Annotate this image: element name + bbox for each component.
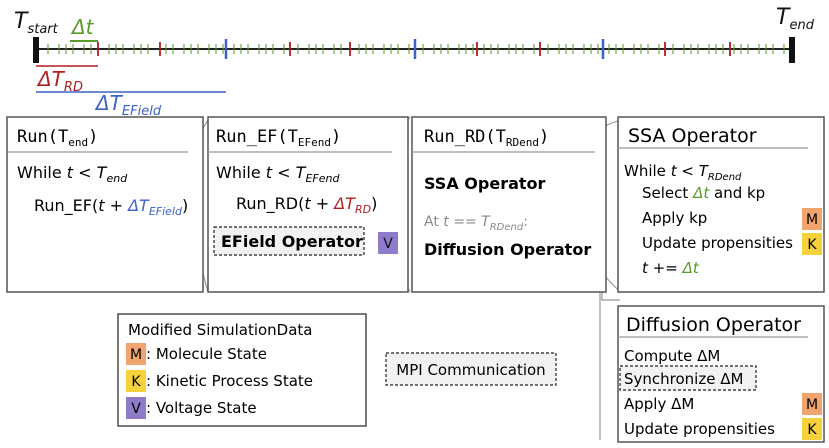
legend-badge-m-label: M xyxy=(130,347,142,363)
box-ssa-apply: Apply kp xyxy=(642,209,707,227)
box-rd-frame xyxy=(411,116,607,293)
box-rd-title: Run_RD(TRDend) xyxy=(424,127,549,149)
sync-box xyxy=(619,365,757,391)
box-run-call: Run_EF(t + ΔTEField) xyxy=(34,196,188,218)
box-rd-ssa: SSA Operator xyxy=(424,174,546,193)
box-run-frame xyxy=(6,116,204,293)
legend-title: Modified SimulationData xyxy=(128,321,313,339)
box-ssa-incr: t += Δt xyxy=(642,259,700,277)
box-run-title: Run(Tend) xyxy=(17,127,98,149)
box-diffusion: Diffusion Operator Compute ΔM Synchroniz… xyxy=(617,305,825,443)
box-diff-title: Diffusion Operator xyxy=(626,314,801,336)
timeline: Tstart Tend Δt ΔTRD ΔTEField xyxy=(14,5,815,119)
legend-badge-v-label: V xyxy=(131,401,141,417)
mpi-communication: MPI Communication xyxy=(385,352,557,386)
badge-k-diff-label: K xyxy=(807,422,817,438)
legend: Modified SimulationData M : Molecule Sta… xyxy=(117,313,367,427)
box-diff-compute: Compute ΔM xyxy=(624,347,720,365)
box-ssa-update: Update propensities xyxy=(642,234,793,252)
efield-operator-label: EField Operator xyxy=(221,232,363,251)
t-end-label: Tend xyxy=(776,5,815,33)
legend-badge-v xyxy=(126,397,146,419)
badge-k-ssa-label: K xyxy=(807,237,817,253)
box-ssa: SSA Operator While t < TRDend Select Δt … xyxy=(617,116,825,293)
dtef-label: ΔTEField xyxy=(94,91,162,119)
mpi-label: MPI Communication xyxy=(396,361,545,379)
box-ef-frame xyxy=(207,116,409,293)
dtrd-label: ΔTRD xyxy=(36,67,83,95)
box-ef-while: While t < TEFend xyxy=(216,163,340,185)
timeline-end-bar xyxy=(789,37,795,63)
efield-operator-box xyxy=(213,226,365,256)
badge-m-ssa-label: M xyxy=(806,212,818,228)
box-diff-update: Update propensities xyxy=(624,420,775,438)
box-run-rd: Run_RD(TRDend) SSA Operator At t == TRDe… xyxy=(411,116,607,293)
timeline-start-bar xyxy=(33,37,39,63)
badge-m-diff xyxy=(802,393,822,415)
badge-k-diff xyxy=(802,418,822,440)
t-start-label: Tstart xyxy=(14,9,59,37)
box-ssa-select: Select Δt and kp xyxy=(642,184,765,202)
timeline-ticks xyxy=(47,39,785,59)
badge-v-ef xyxy=(378,232,398,254)
box-ef-call: Run_RD(t + ΔTRD) xyxy=(236,194,377,216)
box-rd-at: At t == TRDend: xyxy=(424,214,528,233)
mpi-box xyxy=(385,352,557,386)
box-diff-sync: Synchronize ΔM xyxy=(624,370,743,388)
box-run-while: While t < Tend xyxy=(17,163,128,185)
box-ssa-title: SSA Operator xyxy=(628,125,757,147)
legend-badge-m xyxy=(126,343,146,365)
box-run-ef: Run_EF(TEFend) While t < TEFend Run_RD(t… xyxy=(207,116,409,293)
box-ssa-while: While t < TRDend xyxy=(624,162,742,183)
badge-m-diff-label: M xyxy=(806,397,818,413)
badge-k-ssa xyxy=(802,233,822,255)
dt-label: Δt xyxy=(70,15,95,39)
legend-item-voltage: : Voltage State xyxy=(146,399,257,417)
box-ef-title: Run_EF(TEFend) xyxy=(216,127,341,149)
legend-item-kinetic: : Kinetic Process State xyxy=(146,372,313,390)
badge-m-ssa xyxy=(802,208,822,230)
box-ssa-frame xyxy=(617,116,825,293)
box-run: Run(Tend) While t < Tend Run_EF(t + ΔTEF… xyxy=(6,116,204,293)
box-rd-diffusion: Diffusion Operator xyxy=(424,240,591,259)
legend-item-molecule: : Molecule State xyxy=(146,345,267,363)
legend-frame xyxy=(117,313,367,427)
legend-badge-k-label: K xyxy=(131,374,141,390)
badge-v-ef-label: V xyxy=(383,236,393,252)
box-diff-apply: Apply ΔM xyxy=(624,395,694,413)
legend-badge-k xyxy=(126,370,146,392)
